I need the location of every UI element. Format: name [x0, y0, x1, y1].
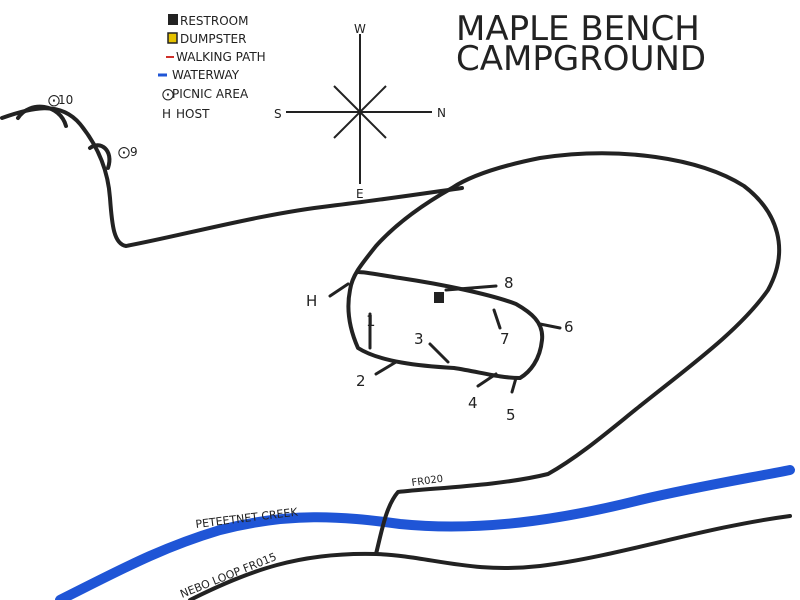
fr020-label: FR020: [411, 474, 444, 489]
compass-label-bottom: E: [356, 187, 364, 201]
outer-loop-road: [346, 151, 782, 408]
legend-label-picnic-area: PICNIC AREA: [172, 87, 249, 101]
site-3-spur: [428, 342, 450, 364]
picnic-10-label: 10: [58, 93, 73, 107]
map-title-line1: MAPLE BENCH: [456, 9, 700, 49]
legend-label-restroom: RESTROOM: [180, 14, 248, 28]
legend-label-walking-path: WALKING PATH: [176, 50, 266, 64]
site-2-spur: [374, 360, 398, 376]
fr020-road: [374, 404, 642, 556]
site-6-spur: [538, 322, 562, 330]
campsite-5-label: 5: [506, 406, 516, 424]
site-7-spur: [492, 308, 502, 330]
compass-label-left: S: [274, 107, 282, 121]
site-8-spur: [444, 284, 498, 292]
picnic-9-symbol: ⨀: [118, 145, 130, 159]
legend-label-dumpster: DUMPSTER: [180, 32, 246, 46]
compass-diag-2: [333, 85, 387, 139]
site-4-spur: [476, 372, 498, 388]
picnic-9-label: 9: [130, 145, 138, 159]
campsite-6-label: 6: [564, 318, 574, 336]
picnic-10-symbol: ⨀: [48, 93, 60, 107]
picnic-10-spur: [16, 104, 68, 128]
host-spur: [328, 282, 350, 298]
restroom-marker: [434, 292, 444, 303]
campsite-2-label: 2: [356, 372, 366, 390]
map-title-line2: CAMPGROUND: [456, 39, 706, 79]
host-label: H: [306, 292, 317, 310]
compass-rose: W E S N: [274, 22, 446, 201]
compass-label-right: N: [437, 106, 446, 120]
compass-label-top: W: [354, 22, 366, 36]
legend-label-host: HOST: [176, 107, 210, 121]
site-5-spur: [510, 376, 518, 394]
campsite-8-label: 8: [504, 274, 514, 292]
picnic-icon: ⨀: [162, 87, 174, 101]
peteetnet-creek: [55, 465, 795, 600]
restroom-icon: [168, 14, 178, 25]
campsite-3-label: 3: [414, 330, 424, 348]
host-icon: H: [162, 107, 171, 121]
legend-label-waterway: WATERWAY: [172, 68, 240, 82]
picnic-9-spur: [88, 143, 112, 170]
campsite-1-label: 1: [366, 312, 376, 330]
entry-road: [0, 106, 464, 248]
nebo-loop-label: NEBO LOOP FR015: [178, 550, 278, 600]
dumpster-icon: [167, 32, 178, 44]
legend: RESTROOM DUMPSTER WALKING PATH WATERWAY …: [158, 14, 266, 121]
campsite-7-label: 7: [500, 330, 510, 348]
campsite-4-label: 4: [468, 394, 478, 412]
nebo-loop-road: [188, 514, 792, 600]
